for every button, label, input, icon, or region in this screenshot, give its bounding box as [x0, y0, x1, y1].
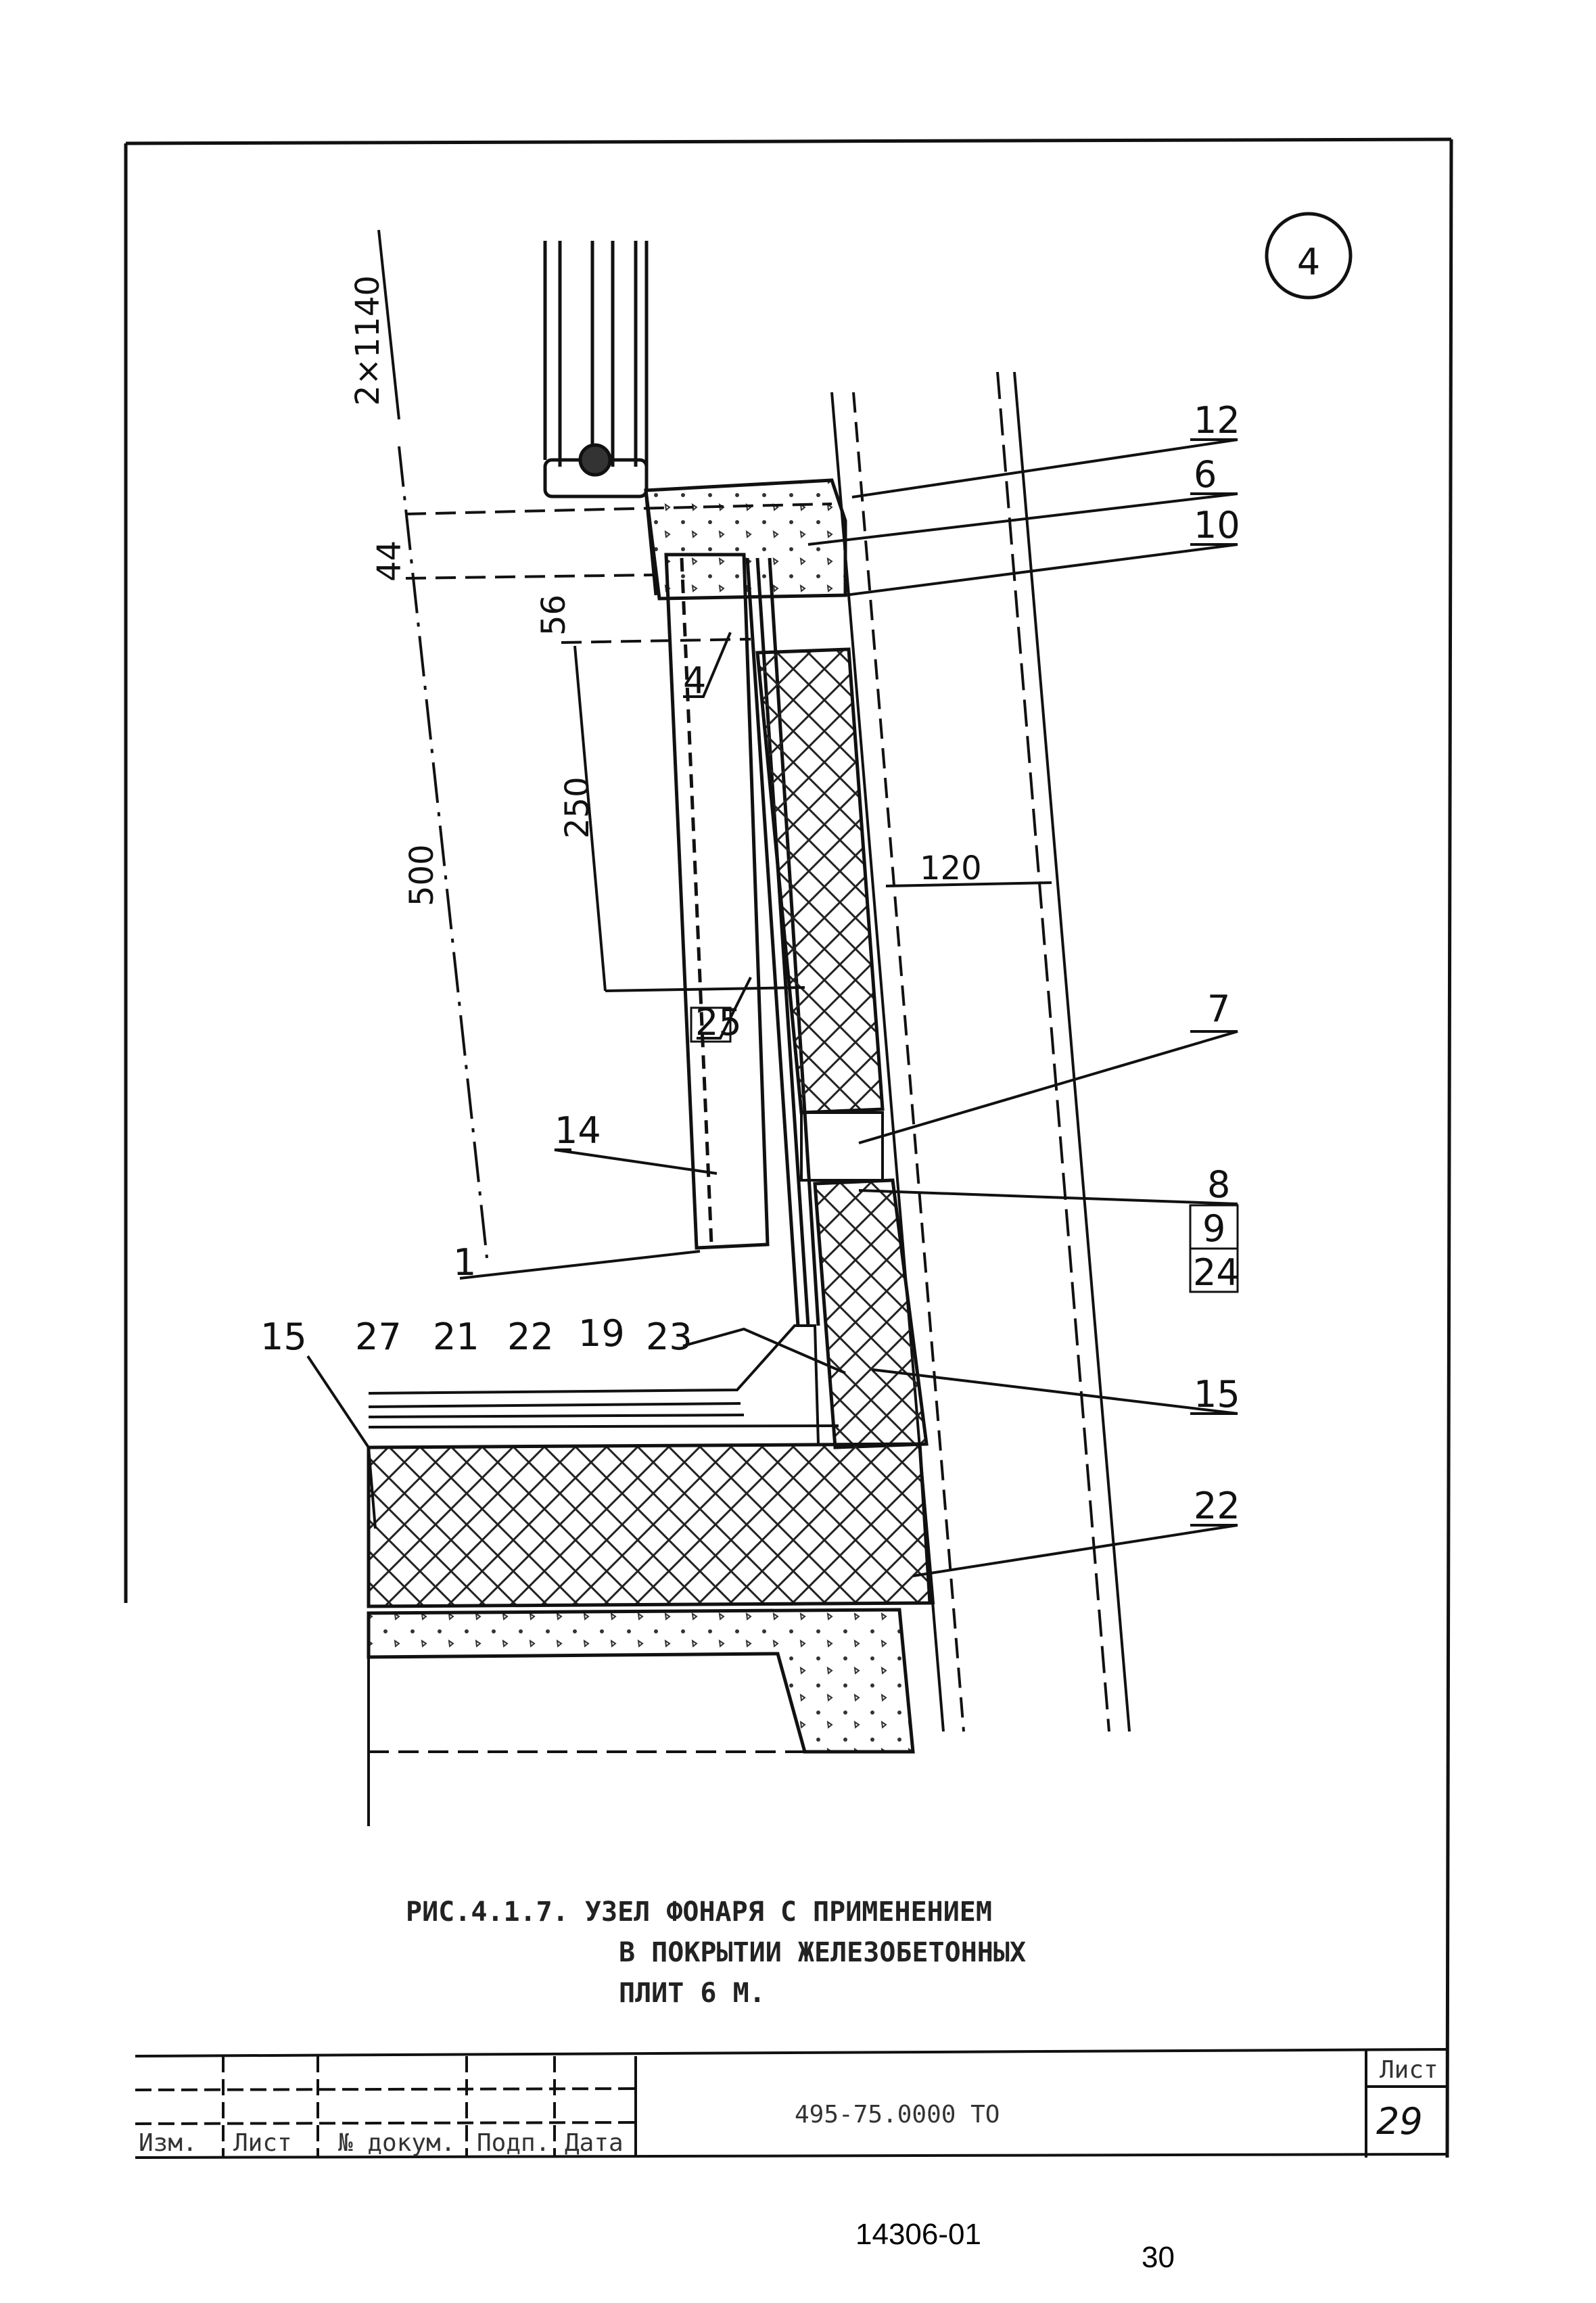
sheet-number: 29 [1376, 2100, 1423, 2143]
drawing-frame [124, 137, 1453, 2158]
dim-500: 500 [403, 844, 441, 906]
dim-250: 250 [559, 776, 596, 839]
callout-4: 4 [683, 659, 706, 702]
roof-layers [368, 1324, 935, 1606]
title-col-doc: № докум. [337, 2129, 455, 2157]
caption-line-2: В ПОКРЫТИИ ЖЕЛЕЗОБЕТОННЫХ [619, 1937, 1026, 1968]
callout-7: 7 [1207, 987, 1230, 1030]
callout-21: 21 [433, 1316, 479, 1358]
concrete-slab [367, 1608, 915, 1826]
dimension-chain [377, 229, 1052, 1259]
callout-15-right: 15 [1194, 1373, 1240, 1416]
archive-number: 14306-01 [855, 2218, 981, 2251]
leader-lines [306, 438, 1238, 1577]
dim-2x1140: 2×1140 [349, 275, 387, 406]
parapet-cap [644, 478, 847, 601]
callout-12: 12 [1194, 399, 1240, 442]
figure-caption: РИС.4.1.7. УЗЕЛ ФОНАРЯ С ПРИМЕНЕНИЕМ В П… [406, 1897, 1026, 2009]
callout-24-box [1189, 1247, 1239, 1293]
caption-line-1: РИС.4.1.7. УЗЕЛ ФОНАРЯ С ПРИМЕНЕНИЕМ [406, 1897, 992, 1928]
page-number: 30 [1142, 2241, 1175, 2274]
title-col-sign: Подп. [477, 2129, 550, 2157]
title-col-date: Дата [565, 2129, 624, 2157]
callout-25-box [690, 1006, 732, 1043]
caption-line-3: ПЛИТ 6 М. [619, 1978, 766, 2009]
callout-14: 14 [555, 1109, 601, 1152]
callout-15-left: 15 [260, 1316, 307, 1358]
callout-27: 27 [355, 1316, 402, 1358]
title-col-izm: Изм. [139, 2129, 197, 2157]
wall-lines [830, 371, 1131, 1732]
callout-labels: 12 6 10 4 25 7 14 8 9 24 1 15 27 21 22 1… [260, 399, 1240, 1527]
callout-24: 24 [1193, 1251, 1240, 1294]
title-block [135, 2048, 1448, 2159]
callout-22-bottom: 22 [1194, 1485, 1240, 1527]
title-col-list: Лист [233, 2129, 292, 2157]
doc-code: 495-75.0000 ТО [795, 2101, 1000, 2128]
callout-19: 19 [578, 1312, 625, 1355]
detail-marker-number: 4 [1297, 241, 1320, 283]
dim-120: 120 [920, 850, 982, 887]
dim-44: 44 [371, 540, 408, 582]
dim-56: 56 [535, 595, 573, 636]
callout-23: 23 [646, 1316, 693, 1358]
callout-10: 10 [1194, 504, 1240, 546]
detail-marker: 4 [1265, 212, 1353, 300]
callout-22-top: 22 [507, 1316, 554, 1358]
callout-9: 9 [1202, 1207, 1225, 1250]
callout-25: 25 [695, 1001, 742, 1044]
callout-1: 1 [453, 1241, 476, 1284]
sheet-label: Лист [1380, 2056, 1438, 2084]
insulation [367, 647, 932, 1608]
glazing-frame [543, 241, 649, 498]
callout-8: 8 [1207, 1163, 1230, 1206]
callout-6: 6 [1194, 453, 1217, 496]
